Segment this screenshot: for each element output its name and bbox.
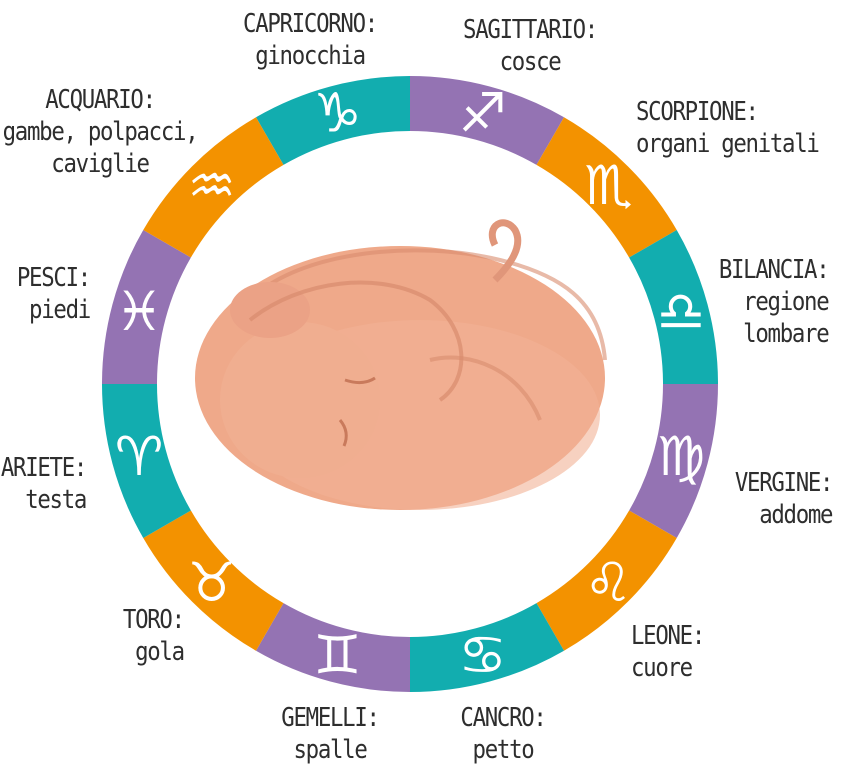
body-part: organi genitali [636,129,820,159]
body-part: spalle [293,735,367,765]
body-part: ginocchia [255,41,366,71]
sign-label: CANCRO:petto [460,702,546,766]
body-part: regione [742,287,830,317]
wheel-segment [102,230,191,384]
aries-icon: ♈ [115,425,163,488]
scorpio-icon: ♏ [584,154,632,217]
sign-name: SCORPIONE: [636,97,759,127]
body-part: addome [758,500,833,530]
sign-name: PESCI: [16,263,91,293]
sign-label: LEONE:cuore [631,620,705,684]
wheel-segment [629,230,718,384]
sign-name: LEONE: [631,621,705,651]
sign-name: ACQUARIO: [45,85,156,115]
wheel-segment [256,603,410,692]
capricorn-icon: ♑ [313,82,361,145]
sign-name: TORO: [123,605,185,635]
wheel-segment [102,384,191,538]
body-part: petto [472,735,535,765]
wheel-segment [536,117,677,258]
wheel-segment [410,603,564,692]
sign-label: GEMELLI:spalle [281,702,380,766]
sign-name: SAGITTARIO: [463,15,598,45]
sign-name: VERGINE: [734,468,834,498]
pisces-icon: ♓ [115,280,163,343]
leo-icon: ♌ [584,551,632,614]
body-part: testa [25,485,87,515]
body-part: lombare [742,319,830,349]
body-part: gola [135,637,185,667]
sign-label: CAPRICORNO:ginocchia [243,8,378,72]
sign-name: GEMELLI: [281,703,380,733]
wheel-segment [536,510,677,651]
body-part: gambe, polpacci, [2,117,199,147]
sign-label: SAGITTARIO:cosce [463,14,598,78]
gemini-icon: ♊ [313,623,361,686]
body-part: cosce [499,47,562,77]
sign-name: BILANCIA: [718,255,829,285]
virgo-icon: ♍ [657,425,705,488]
sign-label: PESCI:piedi [16,262,91,326]
wheel-segment [629,384,718,538]
wheel-segment [143,510,284,651]
wheel-segment [410,76,564,165]
sign-name: ARIETE: [0,453,87,483]
sign-label: SCORPIONE:organi genitali [636,96,820,160]
sign-label: ARIETE:testa [0,452,87,516]
sign-label: TORO:gola [123,604,185,668]
sign-name: CAPRICORNO: [243,9,378,39]
taurus-icon: ♉ [187,551,235,614]
sagittarius-icon: ♐ [458,82,506,145]
body-part: caviglie [51,149,150,179]
wheel-segment [256,76,410,165]
aquarius-icon: ♒ [187,154,235,217]
sign-name: CANCRO: [460,703,546,733]
libra-icon: ♎ [657,280,705,343]
body-part: cuore [631,653,693,683]
cancer-icon: ♋ [458,623,506,686]
fetus-illustration [195,219,607,510]
sign-label: VERGINE:addome [734,467,834,531]
sign-label: ACQUARIO:gambe, polpacci,caviglie [2,84,199,180]
wheel-segment [143,117,284,258]
body-part: piedi [29,295,91,325]
